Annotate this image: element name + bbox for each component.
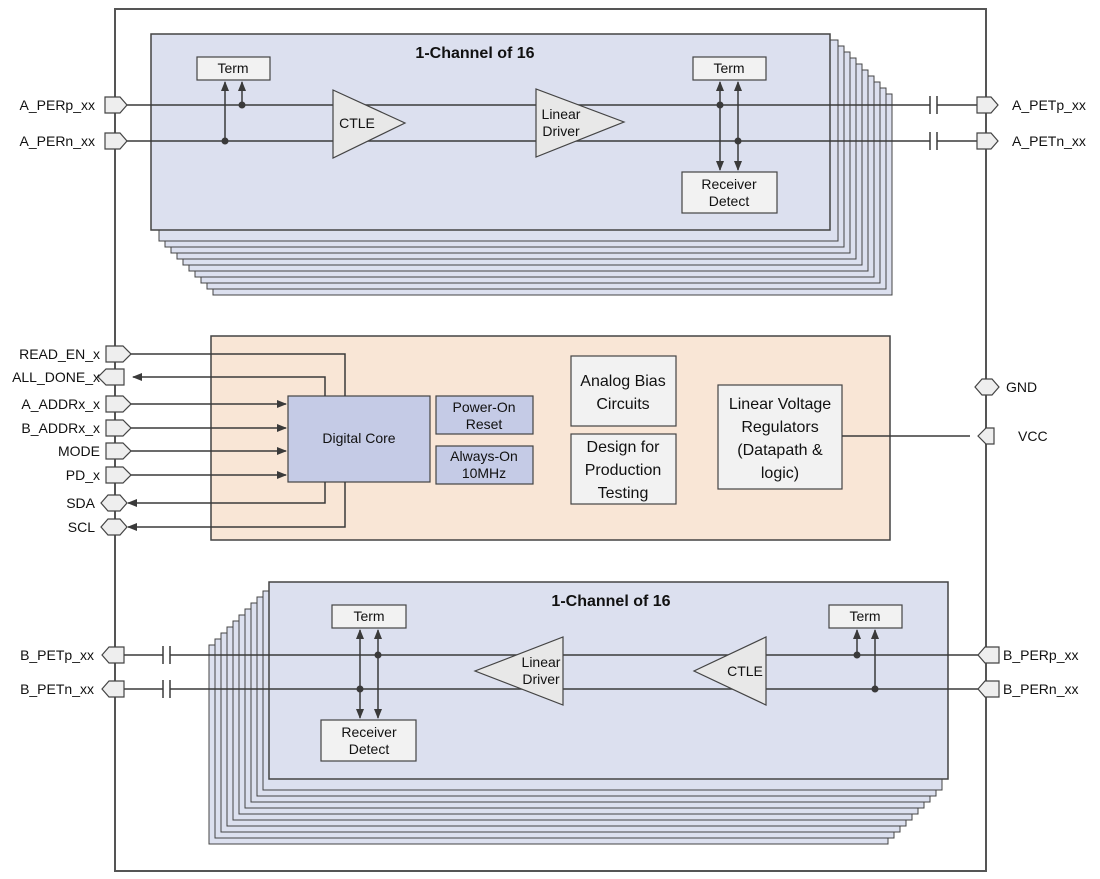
dfp-label-2: Production: [585, 462, 662, 479]
pin-mode-label: MODE: [58, 443, 100, 459]
pin-gnd-label: GND: [1006, 379, 1037, 395]
pin-a-perp: [104, 96, 128, 114]
pin-all-done: [97, 368, 125, 386]
pin-a-petn-label: A_PETn_xx: [1012, 133, 1086, 149]
bottom-ctle: [692, 636, 767, 706]
bottom-channel-title: 1-Channel of 16: [551, 593, 670, 610]
top-term-left: [196, 56, 271, 81]
por-label-1: Power-On: [452, 399, 515, 415]
pin-scl: [100, 518, 128, 536]
ao-label-2: 10MHz: [462, 465, 506, 481]
pin-a-petn: [976, 132, 999, 150]
pin-all-done-label: ALL_DONE_x: [12, 369, 100, 385]
pin-read-en: [105, 345, 132, 363]
pin-sda-label: SDA: [66, 495, 95, 511]
bottom-linear-driver: [473, 636, 564, 706]
bottom-driver-label-1: Linear: [522, 654, 561, 670]
top-rd-label-1: Receiver: [701, 176, 757, 192]
bottom-ctle-label: CTLE: [727, 663, 763, 679]
pin-b-petn-label: B_PETn_xx: [20, 681, 94, 697]
pin-b-pern: [977, 680, 1000, 698]
pin-vcc: [977, 427, 995, 445]
pin-b-pern-label: B_PERn_xx: [1003, 681, 1078, 697]
pin-a-addr: [105, 395, 132, 413]
regulators-label-1: Linear Voltage: [729, 396, 831, 413]
pin-a-petp: [976, 96, 999, 114]
bottom-rd-label-1: Receiver: [341, 724, 397, 740]
pin-a-petp-label: A_PETp_xx: [1012, 97, 1086, 113]
control-wires: [127, 353, 346, 531]
bottom-ac-capacitors: [162, 646, 171, 698]
top-linear-driver: [535, 88, 626, 158]
por-label-2: Reset: [466, 416, 503, 432]
top-ctle: [332, 89, 407, 159]
pin-a-pern-label: A_PERn_xx: [20, 133, 95, 149]
pin-vcc-label: VCC: [1018, 428, 1048, 444]
top-rd-label-2: Detect: [709, 193, 750, 209]
bottom-driver-label-2: Driver: [522, 671, 560, 687]
analog-bias-label-2: Circuits: [596, 396, 649, 413]
top-ac-capacitors: [929, 96, 938, 150]
pin-read-en-label: READ_EN_x: [19, 346, 100, 362]
pin-b-petp-label: B_PETp_xx: [20, 647, 94, 663]
top-driver-label-2: Driver: [542, 123, 580, 139]
ao-label-1: Always-On: [450, 448, 518, 464]
regulators-label-2: Regulators: [741, 419, 818, 436]
pin-sda: [100, 494, 128, 512]
pin-b-addr: [105, 419, 132, 437]
top-term-right-label: Term: [713, 60, 744, 76]
dfp-label-3: Testing: [598, 485, 649, 502]
analog-bias-label-1: Analog Bias: [580, 373, 665, 390]
pin-a-addr-label: A_ADDRx_x: [21, 396, 100, 412]
power-on-reset: [435, 395, 534, 435]
top-receiver-detect: [681, 171, 778, 214]
analog-bias-circuits: [570, 355, 677, 427]
pin-scl-label: SCL: [68, 519, 95, 535]
linear-voltage-regulators: [717, 384, 843, 490]
top-driver-label-1: Linear: [542, 106, 581, 122]
always-on-oscillator: [435, 445, 534, 485]
pin-gnd: [974, 378, 1000, 396]
pin-mode: [105, 442, 132, 460]
regulators-label-3: (Datapath &: [737, 442, 823, 459]
dfp-label-1: Design for: [587, 439, 661, 456]
regulators-label-4: logic): [761, 465, 799, 482]
top-term-right: [692, 56, 767, 81]
bottom-term-right: [828, 604, 903, 629]
pin-a-pern: [104, 132, 128, 150]
digital-core-label: Digital Core: [322, 430, 395, 446]
pin-b-petp: [101, 646, 125, 664]
bottom-term-left-label: Term: [353, 608, 384, 624]
top-term-left-label: Term: [217, 60, 248, 76]
bottom-term-right-label: Term: [849, 608, 880, 624]
digital-core: [287, 395, 431, 483]
pin-pd: [105, 466, 132, 484]
top-channel-title: 1-Channel of 16: [415, 45, 534, 62]
bottom-term-left: [331, 604, 407, 629]
pin-b-perp-label: B_PERp_xx: [1003, 647, 1078, 663]
pin-b-petn: [101, 680, 125, 698]
pin-b-addr-label: B_ADDRx_x: [21, 420, 100, 436]
design-for-production-testing: [570, 433, 677, 505]
pin-a-perp-label: A_PERp_xx: [20, 97, 95, 113]
bottom-rd-label-2: Detect: [349, 741, 390, 757]
top-ctle-label: CTLE: [339, 115, 375, 131]
pin-b-perp: [977, 646, 1000, 664]
pin-pd-label: PD_x: [66, 467, 100, 483]
bottom-receiver-detect: [320, 719, 417, 762]
